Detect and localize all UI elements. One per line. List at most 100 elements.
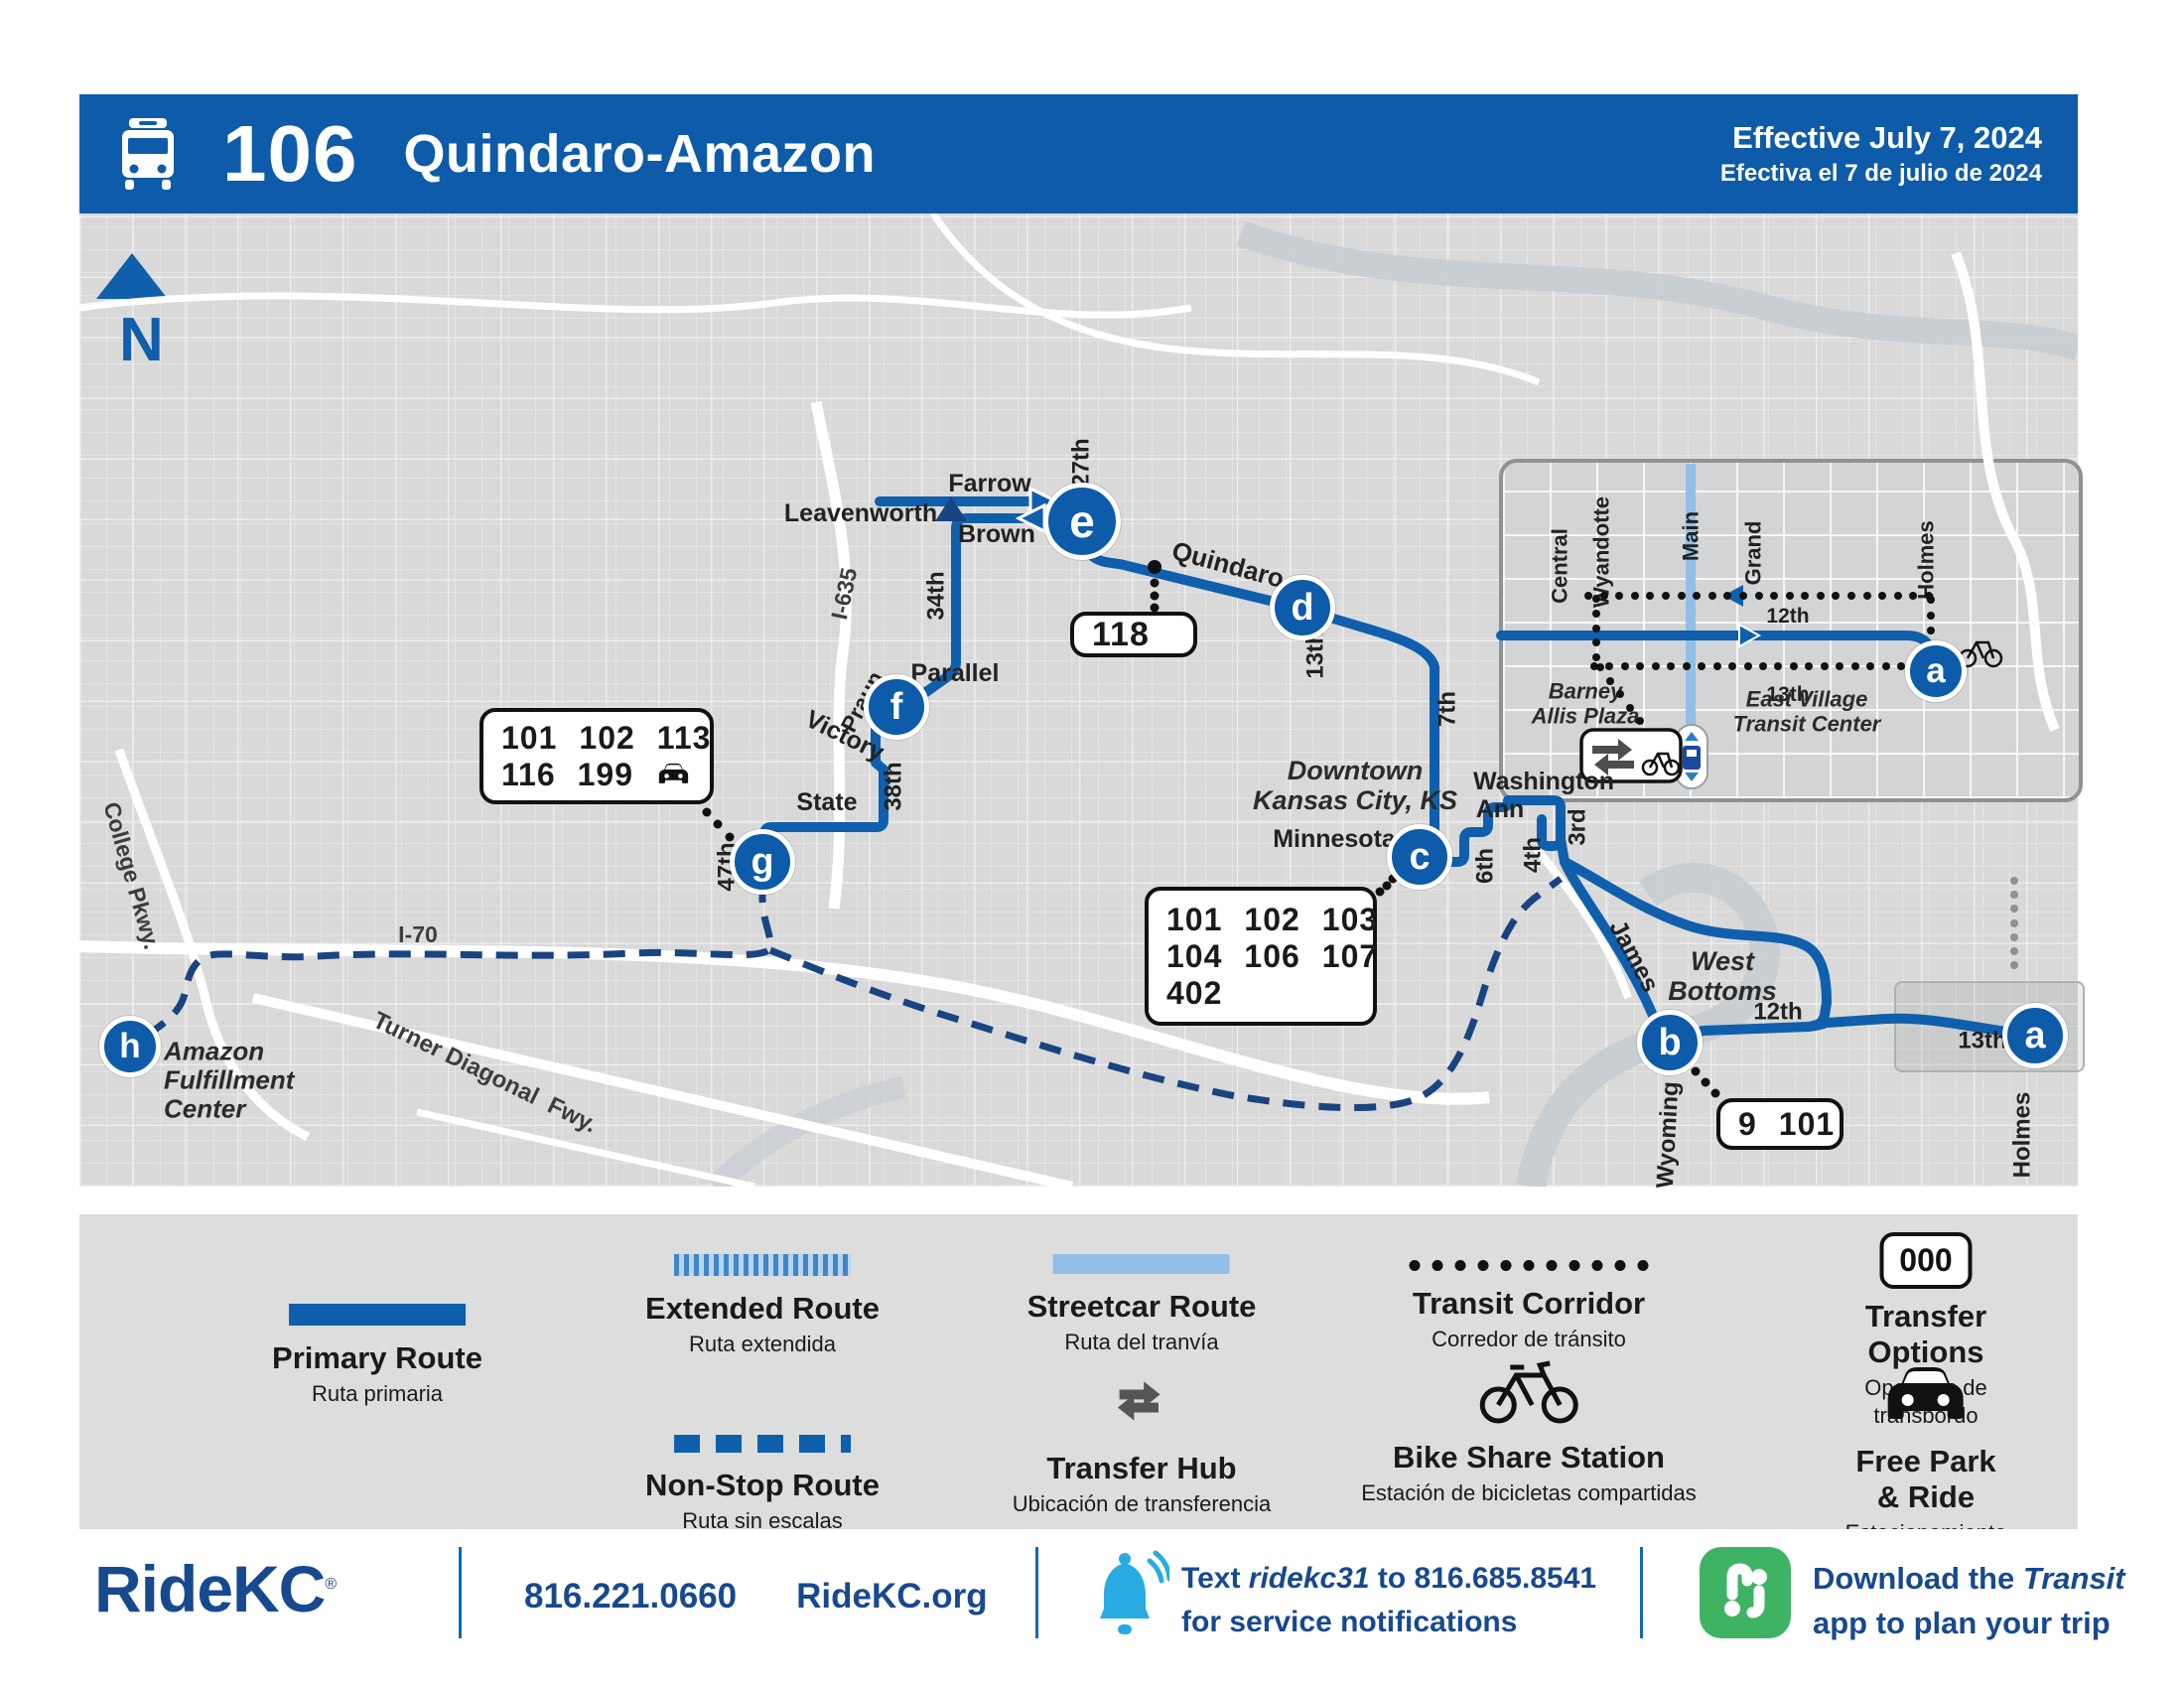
street-label: Turner Diagonal Fwy. — [368, 1006, 602, 1139]
stop-marker-d: d — [1270, 575, 1335, 640]
corridor-dot — [1710, 1088, 1720, 1098]
route-number: 106 — [222, 109, 358, 198]
divider — [1035, 1547, 1038, 1638]
website: RideKC.org — [796, 1577, 988, 1616]
corridor-dot — [1866, 662, 1875, 670]
bell-icon — [1100, 1550, 1169, 1634]
corridor-dot — [702, 807, 712, 817]
street-label: James — [1603, 915, 1665, 997]
corridor-dot — [1805, 662, 1814, 670]
street-label: Leavenworth — [783, 499, 938, 527]
legend-sublabel: Estación de bicicletas compartidas — [1361, 1480, 1697, 1505]
corridor-dot — [1636, 662, 1645, 670]
stop-marker-g: g — [730, 829, 795, 895]
streetcar-route-swatch — [1052, 1254, 1230, 1274]
corridor-dot — [1150, 578, 1160, 588]
corridor-dot — [1878, 592, 1887, 600]
legend-label: Transfer Options — [1864, 1299, 1987, 1369]
legend-sublabel: Ruta extendida — [689, 1332, 836, 1356]
sms-notification-text: Text ridekc31 to 816.685.8541 for servic… — [1181, 1562, 1597, 1638]
legend-sublabel: Corredor de tránsito — [1432, 1327, 1626, 1351]
legend-bike-share: Bike Share Station Estación de bicicleta… — [1361, 1353, 1697, 1507]
corridor-dot — [1850, 662, 1859, 670]
primary-route-swatch — [289, 1304, 466, 1326]
street-label: 38th — [880, 762, 907, 811]
corridor-dot — [2010, 891, 2018, 900]
corridor-dot — [1832, 592, 1841, 600]
corridor-dot — [1592, 624, 1600, 633]
street-label: East Village Transit Center — [1732, 686, 1881, 736]
corridor-dot — [2010, 946, 2018, 955]
corridor-dot — [1592, 638, 1600, 647]
street-label: Holmes — [2008, 1091, 2036, 1179]
corridor-dot — [1150, 591, 1160, 600]
stop-marker-a: a — [2002, 1003, 2068, 1068]
street-label: College Pkwy. — [98, 798, 166, 952]
corridor-dot — [1651, 662, 1660, 670]
street-label: Brown — [958, 520, 1035, 548]
legend-label: Transfer Hub — [1046, 1451, 1237, 1485]
corridor-dot — [2010, 932, 2018, 941]
effective-date: Effective July 7, 2024 Efectiva el 7 de … — [1720, 120, 2042, 188]
transit-corridor-swatch — [1409, 1254, 1649, 1276]
legend-sublabel: Ruta sin escalas — [682, 1508, 843, 1533]
corridor-dot — [1592, 609, 1600, 618]
legend-sublabel: Ruta primaria — [311, 1381, 444, 1406]
transfer-route-numbers: 118 — [1092, 615, 1150, 653]
legend-label: Transit Corridor — [1412, 1286, 1646, 1321]
corridor-dot — [1698, 662, 1706, 670]
corridor-dot — [1759, 662, 1767, 670]
legend-transit-corridor: Transit Corridor Corredor de tránsito — [1409, 1254, 1649, 1353]
transfer-hub-icon — [1118, 1381, 1160, 1421]
corridor-dot — [1789, 662, 1798, 670]
corridor-dot — [1728, 662, 1737, 670]
street-label: State — [796, 788, 858, 816]
street-label: Central — [1547, 528, 1572, 604]
street-label: 7th — [1433, 691, 1461, 727]
corridor-dot — [1927, 611, 1935, 620]
corridor-dot — [1723, 592, 1732, 600]
street-label: 13th — [1766, 683, 1810, 707]
corridor-dot — [1738, 592, 1747, 600]
corridor-dot — [2010, 961, 2018, 969]
corridor-dot — [1626, 703, 1634, 712]
divider — [1640, 1547, 1643, 1638]
corridor-dot — [1785, 592, 1794, 600]
stop-marker-a: a — [1905, 640, 1967, 702]
street-label: West Bottoms — [1668, 945, 1777, 1006]
street-label: 13th — [1958, 1027, 2007, 1055]
corridor-dot — [1592, 595, 1600, 603]
corridor-dot — [1606, 676, 1614, 685]
transfer-route-numbers: 402 — [1166, 974, 1223, 1011]
street-label: 12th — [1766, 605, 1810, 629]
legend-extended-route: Extended Route Ruta extendida — [645, 1254, 880, 1358]
bike-share-icon — [1479, 1360, 1578, 1424]
bus-icon — [122, 118, 174, 190]
legend-label: Bike Share Station — [1393, 1440, 1665, 1475]
phone-number: 816.221.0660 — [524, 1577, 738, 1616]
street-label: Parallel — [910, 659, 1000, 687]
corridor-dot — [1707, 592, 1716, 600]
transit-app-icon — [1700, 1547, 1791, 1638]
stop-marker-f: f — [864, 674, 929, 740]
registered-mark: ® — [325, 1576, 337, 1593]
street-label: Farrow — [948, 470, 1031, 497]
street-label: 34th — [922, 571, 950, 621]
corridor-dot — [1375, 887, 1385, 897]
north-arrow-icon — [96, 253, 168, 299]
header-bar: 106 Quindaro-Amazon Effective July 7, 20… — [79, 94, 2078, 213]
corridor-dot — [1691, 1066, 1701, 1076]
street-label: Wyoming — [1651, 1080, 1685, 1190]
street-label: 27th — [1067, 438, 1095, 488]
corridor-dot — [1630, 592, 1639, 600]
stop-marker-e: e — [1043, 483, 1121, 560]
corridor-dot — [1754, 592, 1763, 600]
transit-app-text: Download the Transit app to plan your tr… — [1813, 1561, 2125, 1640]
corridor-dot — [1646, 592, 1655, 600]
corridor-dot — [1661, 592, 1670, 600]
corridor-dot — [1596, 663, 1604, 671]
